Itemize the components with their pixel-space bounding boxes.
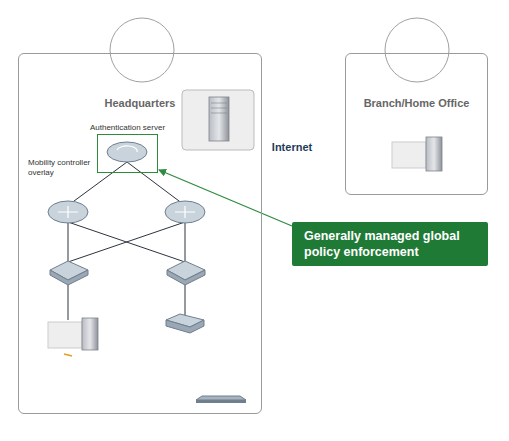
flat-device <box>196 396 246 400</box>
site-panel: HeadquartersAuthentication server <box>18 53 262 414</box>
controller-symbol <box>107 142 147 162</box>
callout-box: Generally managed global policy enforcem… <box>292 222 488 266</box>
workstation-screen <box>48 322 82 348</box>
router-symbol <box>48 201 205 223</box>
workstation-tower <box>82 318 98 350</box>
branch-tower <box>426 137 442 171</box>
overlay-label: Mobility controller overlay <box>28 158 96 178</box>
node-text: Authentication server <box>90 123 165 132</box>
network-label: Internet <box>262 141 322 153</box>
server-panel <box>182 90 254 150</box>
node-text: Branch/Home Office <box>346 97 487 109</box>
callout-arrow <box>159 170 292 226</box>
switch-symbol <box>50 261 205 285</box>
cable-stub <box>64 354 72 356</box>
network-wire <box>68 162 185 320</box>
branch-screen <box>392 142 426 168</box>
node-text: Generally managed global policy enforcem… <box>304 228 476 260</box>
auth-server-box: Authentication server <box>97 134 158 173</box>
server-tower <box>209 97 229 141</box>
node-text: Headquarters <box>19 97 261 109</box>
site-panel: Branch/Home Office <box>345 53 488 195</box>
site-circle <box>110 18 174 82</box>
site-circle <box>385 18 449 82</box>
